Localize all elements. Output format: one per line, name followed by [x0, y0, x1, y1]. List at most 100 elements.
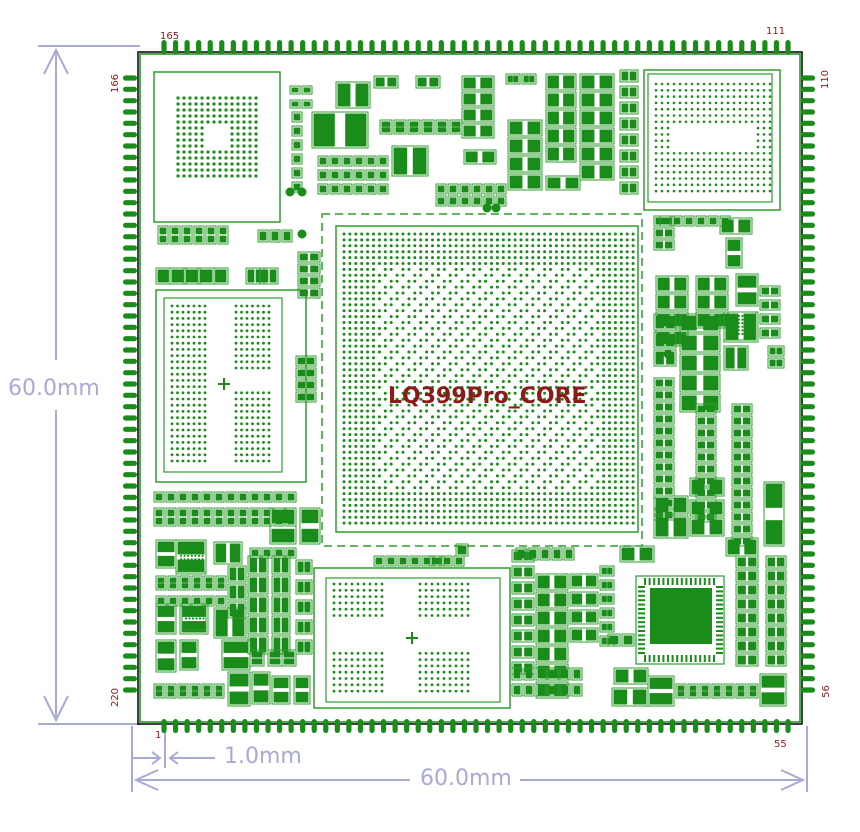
ddr-bottom-ball	[380, 689, 384, 693]
soc-ball	[613, 450, 617, 454]
memory-chip-a-ball	[242, 150, 246, 154]
pmic-pin	[638, 634, 645, 637]
passive-pad	[615, 669, 629, 683]
soc-ball	[407, 368, 411, 372]
soc-ball	[578, 380, 582, 383]
soc-ball	[466, 509, 470, 513]
ddr-left-ball	[203, 379, 207, 382]
memory-chip-a-ball	[248, 144, 252, 148]
ddr-bottom-ball	[362, 670, 366, 674]
soc-ball	[366, 468, 370, 472]
bottom-edge-pad	[762, 719, 768, 733]
passive-pad	[283, 658, 295, 665]
soc-ball	[360, 380, 364, 383]
soc-ball	[608, 344, 611, 348]
passive-pad	[223, 641, 249, 653]
memory-chip-a-ball	[212, 96, 216, 100]
soc-ball	[478, 356, 482, 360]
ddr-left-ball	[262, 360, 265, 364]
memory-chip-a-ball	[224, 156, 228, 160]
soc-ball	[490, 462, 493, 466]
passive-pad	[742, 441, 751, 449]
memory-chip-a-ball	[194, 156, 198, 160]
ddr-left-ball	[240, 447, 243, 450]
soc-ball	[513, 444, 517, 448]
soc-ball	[531, 427, 535, 431]
passive-component	[653, 313, 677, 331]
soc-ball	[519, 309, 523, 313]
ddr-left-ball	[192, 341, 196, 345]
passive-component	[695, 451, 717, 463]
soc-ball	[584, 238, 588, 242]
passive-component	[735, 569, 759, 583]
emmc-ball	[696, 177, 700, 180]
soc-ball	[625, 238, 629, 242]
soc-ball	[442, 503, 446, 507]
soc-ball	[342, 350, 346, 354]
soc-ball	[484, 509, 488, 513]
sensor-module-ball	[197, 551, 201, 554]
soc-ball	[419, 515, 423, 519]
right-edge-pad	[801, 313, 815, 319]
soc-ball	[389, 503, 393, 507]
pmic-pin	[699, 655, 702, 662]
passive-pad	[304, 601, 311, 613]
soc-ball	[590, 421, 594, 425]
soc-ball	[596, 362, 600, 366]
soc-ball	[495, 515, 499, 519]
soc-ball	[596, 480, 600, 484]
emmc-ball	[762, 95, 766, 98]
soc-ball	[619, 480, 623, 484]
soc-ball	[377, 332, 381, 336]
soc-ball	[631, 474, 635, 478]
passive-pad	[488, 197, 493, 205]
ddr-left-ball	[234, 441, 238, 444]
memory-chip-a-ball	[230, 168, 234, 172]
emmc-ball	[666, 107, 670, 111]
emmc-ball	[720, 101, 724, 105]
passive-pad	[609, 635, 615, 645]
sensor-module-ball	[179, 551, 183, 554]
passive-pad	[185, 269, 197, 283]
memory-chip-a-ball	[194, 144, 198, 148]
soc-ball	[360, 480, 364, 484]
memory-chip-a-ball	[200, 156, 204, 160]
soc-ball	[490, 486, 493, 490]
soc-ball	[372, 433, 375, 437]
soc-ball	[554, 521, 558, 525]
top-edge-pad	[716, 40, 722, 54]
soc-ball	[454, 291, 458, 295]
soc-ball	[507, 492, 511, 496]
soc-ball	[448, 468, 452, 472]
soc-ball	[419, 374, 423, 378]
soc-ball	[478, 439, 482, 442]
soc-ball	[454, 374, 458, 378]
top-edge-pad	[207, 40, 213, 54]
ddr-bottom-ball	[380, 582, 384, 586]
ddr-bottom-ball	[374, 689, 378, 693]
soc-ball	[602, 486, 606, 490]
soc-ball	[519, 332, 523, 336]
soc-ball	[602, 509, 606, 513]
passive-pad	[537, 685, 545, 691]
pmic-pin	[638, 612, 645, 615]
soc-ball	[372, 403, 375, 407]
soc-ball	[472, 321, 476, 324]
passive-component	[767, 345, 785, 357]
soc-ball	[466, 433, 470, 437]
emmc-ball	[726, 189, 730, 193]
passive-component	[269, 507, 297, 545]
soc-ball	[531, 279, 535, 283]
right-edge-pad	[801, 98, 815, 104]
soc-ball	[454, 232, 458, 236]
soc-ball	[342, 250, 346, 254]
ddr-left-ball	[240, 434, 243, 438]
sensor-module-c-ball	[741, 332, 744, 336]
soc-ball	[366, 285, 370, 289]
soc-ball	[596, 267, 600, 271]
soc-ball	[578, 273, 582, 277]
right-edge-pad	[801, 562, 815, 568]
emmc-ball	[678, 170, 682, 174]
soc-ball	[590, 326, 594, 330]
ddr-bottom-ball	[442, 588, 446, 592]
